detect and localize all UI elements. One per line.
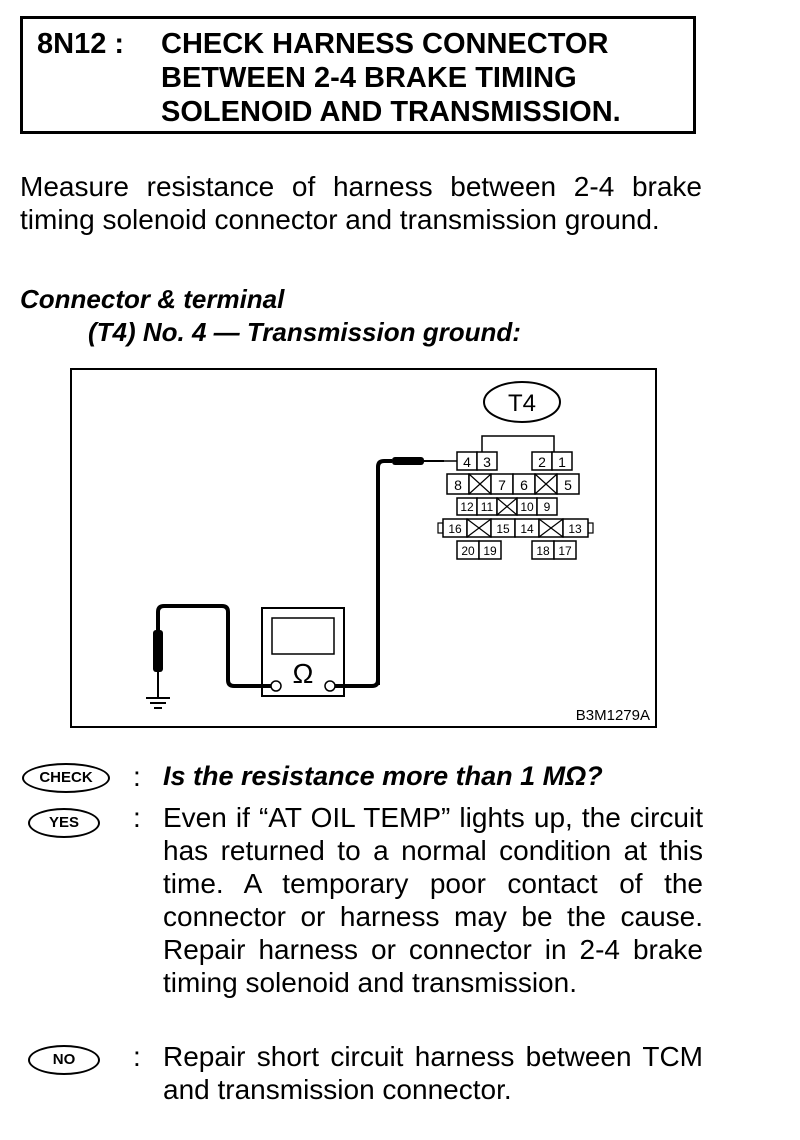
terminal-row-4: 16 15 14 13 bbox=[437, 518, 594, 538]
yes-badge: YES bbox=[28, 808, 100, 838]
terminal-4: 4 bbox=[463, 454, 471, 470]
step-code: 8N12 : bbox=[37, 28, 125, 60]
terminal-9: 9 bbox=[544, 500, 551, 514]
terminal-row-2: 8 7 6 5 bbox=[446, 473, 580, 495]
terminal-10: 10 bbox=[520, 500, 534, 514]
no-answer: Repair short circuit harness between TCM… bbox=[163, 1041, 703, 1105]
no-colon: : bbox=[133, 1041, 141, 1072]
terminal-7: 7 bbox=[498, 477, 506, 493]
figure-id: B3M1279A bbox=[576, 707, 650, 724]
terminal-2: 2 bbox=[538, 454, 546, 470]
no-badge: NO bbox=[28, 1045, 100, 1075]
check-question: Is the resistance more than 1 MΩ? bbox=[163, 761, 603, 791]
step-title: CHECK HARNESS CONNECTOR BETWEEN 2-4 BRAK… bbox=[161, 28, 621, 128]
terminal-17: 17 bbox=[558, 544, 572, 558]
yes-colon: : bbox=[133, 802, 141, 833]
connector-heading: Connector & terminal bbox=[20, 284, 285, 314]
terminal-5: 5 bbox=[564, 477, 572, 493]
ohmmeter: Ω bbox=[261, 607, 345, 697]
terminal-6: 6 bbox=[520, 477, 528, 493]
terminal-row-1: 4 3 2 1 bbox=[456, 451, 573, 471]
diagram-drawing: T4 4 3 2 1 8 7 6 bbox=[146, 381, 650, 724]
check-badge: CHECK bbox=[22, 763, 110, 793]
terminal-1: 1 bbox=[558, 454, 566, 470]
terminal-12: 12 bbox=[460, 500, 474, 514]
terminal-row-3: 12 11 10 9 bbox=[456, 497, 558, 516]
terminal-14: 14 bbox=[520, 522, 534, 536]
terminal-11: 11 bbox=[481, 500, 494, 514]
test-probe-ground bbox=[153, 604, 271, 698]
connector-label: T4 bbox=[508, 390, 536, 417]
terminal-3: 3 bbox=[483, 454, 491, 470]
meter-lead-positive bbox=[335, 679, 380, 688]
connector-terminal-spec: (T4) No. 4 — Transmission ground: bbox=[88, 317, 521, 347]
test-probe-positive bbox=[376, 457, 457, 685]
terminal-13: 13 bbox=[568, 522, 582, 536]
check-colon: : bbox=[133, 761, 141, 792]
wiring-diagram: T4 4 3 2 1 8 7 6 bbox=[70, 368, 657, 728]
terminal-20: 20 bbox=[461, 544, 475, 558]
ohm-symbol: Ω bbox=[293, 658, 314, 689]
terminal-16: 16 bbox=[448, 522, 462, 536]
terminal-18: 18 bbox=[536, 544, 550, 558]
procedure-header: 8N12 : CHECK HARNESS CONNECTOR BETWEEN 2… bbox=[20, 16, 696, 134]
instruction-text: Measure resistance of harness between 2-… bbox=[20, 171, 702, 235]
terminal-8: 8 bbox=[454, 477, 462, 493]
terminal-row-5: 20 19 18 17 bbox=[456, 540, 577, 560]
terminal-15: 15 bbox=[496, 522, 510, 536]
connector-latch bbox=[481, 435, 555, 452]
connector-label-oval bbox=[483, 381, 561, 423]
ground-icon bbox=[146, 697, 170, 709]
yes-answer: Even if “AT OIL TEMP” lights up, the cir… bbox=[163, 802, 703, 998]
terminal-19: 19 bbox=[483, 544, 497, 558]
